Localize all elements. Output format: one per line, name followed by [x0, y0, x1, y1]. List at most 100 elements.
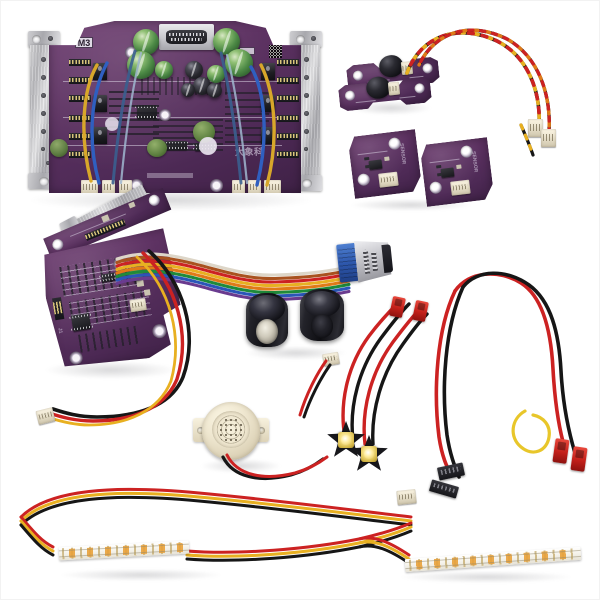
heatsink-screw-hole: [41, 75, 46, 80]
led-strip-right[interactable]: [404, 546, 582, 573]
led-emitter: [361, 446, 377, 462]
heatsink-screw-hole: [41, 57, 46, 62]
pin-header[interactable]: [277, 77, 299, 84]
jst-connector[interactable]: [81, 180, 98, 193]
logo-circle-small: [105, 117, 119, 131]
capacitor-electrolytic-green: [207, 65, 225, 83]
heatsink-screw-hole: [41, 111, 46, 116]
heatsink-screw-hole: [48, 36, 53, 41]
lens-lead-wires: [296, 357, 336, 419]
heatsink-screw-hole: [311, 36, 316, 41]
smd-led: [384, 156, 390, 162]
silk-block: [147, 173, 193, 178]
led-strip-right-leads: [357, 521, 427, 581]
pin-header[interactable]: [277, 133, 299, 140]
jumper-wires-right: [25, 15, 325, 205]
capacitor-electrolytic-black: [181, 83, 195, 97]
main-controller-board[interactable]: 大象科 M3: [25, 15, 325, 205]
heatsink-screw-hole: [304, 75, 309, 80]
shadow: [61, 569, 221, 581]
jst-connector-cable-end[interactable]: [528, 119, 543, 137]
heatsink-screw-hole: [304, 57, 309, 62]
pin-header[interactable]: [277, 115, 299, 122]
sensor-board-small-left[interactable]: SENSOR: [347, 129, 422, 199]
db9-pin-shell: [165, 29, 208, 45]
heatsink-screw-hole: [304, 111, 309, 116]
db9-dark-tip: [381, 244, 394, 273]
jst-connector-strip-left[interactable]: [396, 489, 417, 505]
jst-connector[interactable]: [119, 180, 132, 193]
heatsink-screw-hole: [41, 129, 46, 134]
buzzer-leads: [219, 453, 329, 493]
lens-top-face: [249, 295, 285, 323]
db9-ribbon-plug[interactable]: [336, 233, 413, 288]
db9-pin-row: [363, 250, 370, 274]
capacitor-electrolytic-black: [207, 83, 222, 98]
smd-led: [456, 164, 462, 170]
smd-resistor: [365, 164, 371, 169]
pin-header[interactable]: [69, 77, 91, 84]
jst-socket[interactable]: [450, 179, 471, 196]
heatsink-screw-hole: [304, 129, 309, 134]
sensor-pcb-substrate: [419, 137, 494, 207]
pin-header[interactable]: [277, 59, 299, 66]
pin-header[interactable]: [69, 133, 91, 140]
pin-header[interactable]: [69, 59, 91, 66]
smd-resistor: [437, 172, 443, 177]
sensor-chip: [440, 167, 455, 178]
buzzer-mount-hole: [258, 427, 265, 434]
heatsink-mount-hole: [32, 35, 41, 44]
heatsink-screw-hole: [41, 93, 46, 98]
jst-socket[interactable]: [378, 171, 399, 188]
db9-serial-connector[interactable]: [159, 24, 214, 50]
power-extension-cable: [433, 269, 593, 484]
jst-connector[interactable]: [387, 81, 401, 96]
shadow: [401, 571, 571, 583]
logo-circle: [199, 137, 217, 155]
main-pcb-substrate: 大象科 M3: [49, 21, 301, 193]
silk-trace: [63, 81, 288, 82]
lens-glass-element: [256, 318, 278, 344]
buzzer-mount-hole: [197, 427, 204, 434]
sensor-chip: [368, 159, 383, 170]
heatsink-screw-hole: [41, 147, 45, 151]
heatsink-mount-hole: [302, 179, 312, 188]
capacitor-electrolytic-green: [155, 61, 173, 79]
heatsink-screw-hole: [304, 147, 308, 151]
pin-header[interactable]: [277, 95, 299, 102]
piezo-buzzer[interactable]: [193, 402, 269, 460]
capacitor-electrolytic-black: [185, 61, 203, 79]
sensor-board-small-right[interactable]: SENSOR: [419, 137, 494, 207]
shadow: [46, 361, 176, 379]
transistor-to220: [93, 127, 107, 144]
jst-connector-cable-end[interactable]: [541, 129, 556, 147]
lens-top-face: [303, 291, 341, 318]
inductor: [50, 139, 68, 157]
pin-header[interactable]: [69, 115, 91, 122]
mounting-hole: [159, 109, 171, 121]
shadow: [246, 346, 346, 360]
qr-code-sticker: [269, 45, 282, 58]
led-lens-right[interactable]: [300, 289, 344, 341]
inductor: [147, 139, 167, 157]
smd-resistor: [436, 164, 442, 169]
led-emitter: [338, 432, 354, 448]
pin-header[interactable]: [69, 95, 91, 102]
led-lens-left[interactable]: [246, 293, 288, 347]
pin-header[interactable]: [277, 151, 299, 158]
led-strip-left-leads: [19, 483, 419, 583]
jumper-wires-left: [25, 15, 325, 205]
heatsink-mount-hole: [39, 177, 49, 186]
secondary-board-power-leads: [31, 241, 221, 427]
twisted-sensor-cable-bundle: [401, 15, 600, 165]
heatsink-mount-hole: [296, 35, 305, 44]
mounting-hole: [210, 179, 223, 192]
pin-header[interactable]: [69, 151, 91, 158]
star-led-module-right[interactable]: [349, 435, 389, 473]
buzzer-sound-holes: [219, 418, 243, 443]
db9-pin-row: [371, 252, 378, 271]
smd-resistor: [364, 156, 370, 161]
sensor-pcb-substrate: [347, 129, 422, 199]
heatsink-screw-hole: [46, 161, 50, 165]
